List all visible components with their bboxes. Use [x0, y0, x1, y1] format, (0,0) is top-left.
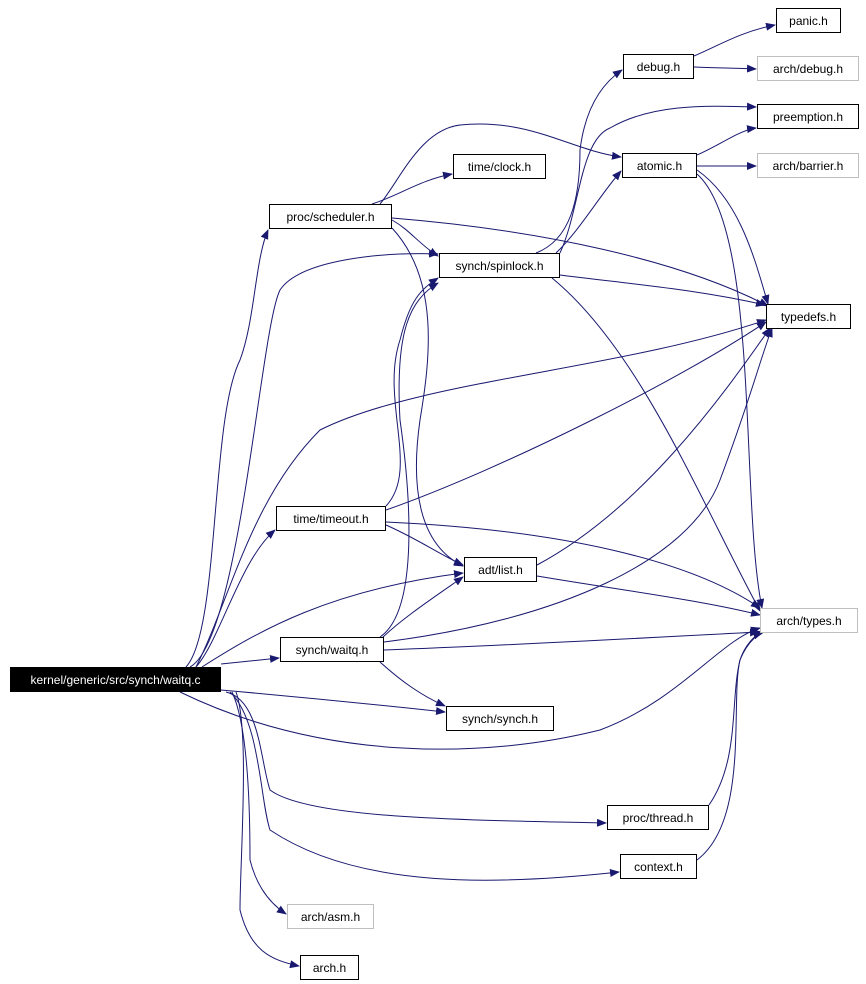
node-synch-synch-h[interactable]: synch/synch.h [446, 706, 554, 731]
edge-waitq-spinlock [379, 282, 439, 638]
node-arch-types-h: arch/types.h [760, 608, 858, 633]
edge-root-typedefs [195, 319, 767, 668]
edge-context-archtypes [696, 630, 765, 861]
node-atomic-h[interactable]: atomic.h [622, 153, 697, 178]
edge-atomic-preemption [696, 125, 757, 156]
node-arch-barrier-h: arch/barrier.h [757, 153, 859, 178]
edge-spinlock-preemption [559, 102, 757, 254]
edge-timeout-typedefs [385, 321, 767, 511]
node-panic-h[interactable]: panic.h [776, 8, 841, 33]
edge-debug-archdebug [693, 64, 757, 73]
edge-spinlock-atomic [555, 170, 622, 254]
node-synch-waitq-h[interactable]: synch/waitq.h [280, 637, 384, 662]
edge-root-spinlock [189, 249, 439, 668]
edge-waitq-archtypes [383, 628, 760, 651]
edge-scheduler-clock [371, 171, 453, 205]
edge-timeout-archtypes [385, 521, 761, 609]
edge-scheduler-spinlock [391, 219, 439, 257]
node-time-timeout-h[interactable]: time/timeout.h [276, 506, 386, 531]
node-arch-h[interactable]: arch.h [300, 955, 359, 980]
edge-root-scheduler [185, 229, 269, 668]
edge-spinlock-typedefs [559, 274, 766, 307]
node-synch-spinlock-h[interactable]: synch/spinlock.h [439, 253, 560, 278]
node-arch-asm-h: arch/asm.h [287, 904, 374, 929]
edge-root-list [201, 570, 464, 668]
edge-root-arch [235, 691, 300, 969]
node-arch-debug-h: arch/debug.h [757, 56, 859, 81]
edge-root-archasm [231, 691, 287, 915]
node-preemption-h[interactable]: preemption.h [757, 104, 859, 129]
node-debug-h[interactable]: debug.h [623, 54, 694, 79]
edge-waitq-list [379, 576, 464, 641]
edge-waitq-synch [379, 661, 446, 707]
node-proc-scheduler-h[interactable]: proc/scheduler.h [269, 204, 392, 229]
edge-thread-archtypes [708, 631, 763, 806]
edge-scheduler-list [391, 227, 464, 567]
edge-debug-panic [693, 22, 776, 57]
node-time-clock-h[interactable]: time/clock.h [453, 154, 546, 179]
edge-waitq-typedefs [383, 327, 773, 643]
edge-root-synch [220, 689, 446, 716]
edge-timeout-list [385, 524, 464, 566]
edge-scheduler-atomic [379, 123, 622, 205]
edge-spinlock-debug [535, 69, 623, 254]
edge-list-typedefs [536, 327, 771, 566]
edge-atomic-archtypes [696, 173, 765, 609]
edge-timeout-spinlock [385, 277, 439, 507]
edge-root-context [229, 691, 620, 881]
edge-spinlock-archtypes [551, 277, 761, 612]
node-root-waitq-c: kernel/generic/src/synch/waitq.c [10, 667, 221, 692]
node-proc-thread-h[interactable]: proc/thread.h [607, 805, 709, 830]
node-context-h[interactable]: context.h [620, 854, 697, 879]
edge-root-waitq [220, 654, 280, 665]
edge-root-thread [225, 691, 607, 827]
edge-root-timeout [195, 529, 276, 668]
edge-scheduler-typedefs [391, 217, 769, 307]
edge-list-archtypes [536, 575, 761, 617]
node-typedefs-h[interactable]: typedefs.h [766, 304, 851, 329]
edge-root-archtypes [179, 626, 761, 750]
node-adt-list-h[interactable]: adt/list.h [464, 557, 537, 582]
edge-atomic-typedefs [696, 169, 770, 305]
